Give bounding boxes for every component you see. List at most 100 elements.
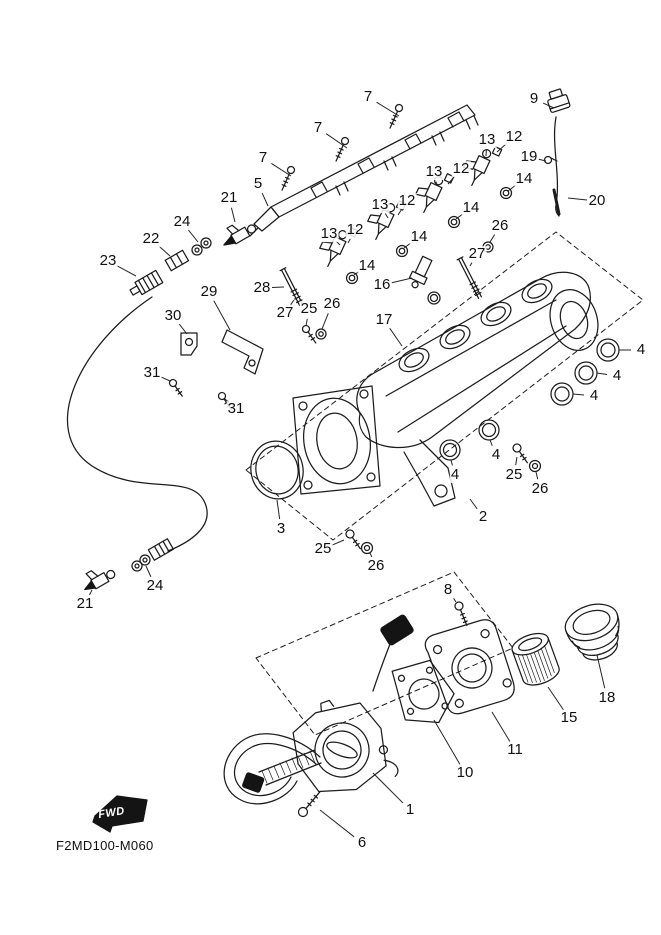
- part-number-label: 12: [397, 192, 417, 210]
- leader-line: [160, 376, 171, 382]
- injector-lower-left: [84, 569, 116, 591]
- part-number-label: 13: [424, 163, 444, 181]
- part-number-label: 30: [163, 307, 183, 325]
- leader-line: [158, 245, 171, 257]
- leader-line: [447, 176, 455, 185]
- leader-line: [538, 158, 547, 162]
- leader-line: [453, 598, 457, 603]
- part-number-label: 9: [528, 90, 540, 108]
- temp-sensor: [408, 255, 433, 289]
- leader-line: [319, 809, 355, 838]
- part-number-label: 14: [357, 257, 377, 275]
- part-number-label: 4: [588, 387, 600, 405]
- part-number-label: 5: [252, 175, 264, 193]
- part-number-label: 25: [504, 466, 524, 484]
- part-number-label: 13: [319, 225, 339, 243]
- fwd-arrow: FWD: [92, 795, 148, 833]
- leader-line: [515, 456, 518, 466]
- part-number-label: 27: [275, 304, 295, 322]
- large-oring: [250, 440, 304, 500]
- part-number-label: 20: [587, 192, 607, 210]
- corrugated-harness: [242, 749, 322, 793]
- part-number-label: 24: [145, 577, 165, 595]
- part-number-label: 4: [490, 446, 502, 464]
- part-number-label: 12: [345, 221, 365, 239]
- throttle-bolt: [297, 791, 321, 818]
- mount-plate: [424, 619, 515, 715]
- leader-line: [321, 313, 329, 330]
- wire-connector: [372, 614, 414, 692]
- fwd-label: FWD: [97, 805, 125, 821]
- part-number-label: 13: [477, 131, 497, 149]
- leader-line: [271, 286, 285, 289]
- flange-washer: [360, 541, 374, 555]
- part-number-label: 25: [313, 540, 333, 558]
- assembly-boundary-boxes: [245, 231, 644, 736]
- flange-bolt: [301, 324, 317, 344]
- leader-line: [596, 372, 608, 376]
- leader-line: [187, 229, 199, 243]
- stud-bolt: [456, 256, 483, 299]
- part-number-label: 3: [275, 520, 287, 538]
- washer: [131, 554, 151, 572]
- idle-air-hose: [223, 733, 321, 805]
- plate-bolt: [454, 601, 468, 627]
- injector-left: [223, 224, 257, 246]
- part-number-label: 14: [461, 199, 481, 217]
- duct-ring: [564, 603, 620, 661]
- leader-line: [325, 133, 348, 149]
- leader-line: [435, 181, 438, 187]
- part-number-label: 26: [490, 217, 510, 235]
- part-number-label: 31: [226, 400, 246, 418]
- hose-end: [129, 269, 164, 296]
- grommet-mount: [180, 332, 198, 356]
- leader-line: [389, 327, 403, 347]
- leader-line: [397, 209, 403, 216]
- part-number-label: 7: [312, 119, 324, 137]
- part-number-label: 1: [404, 801, 416, 819]
- gasket: [391, 659, 455, 724]
- part-number-label: 24: [172, 213, 192, 231]
- leader-line: [230, 207, 236, 223]
- part-number-label: 27: [467, 245, 487, 263]
- part-number-label: 21: [75, 595, 95, 613]
- part-number-label: 25: [299, 300, 319, 318]
- leader-line: [496, 143, 507, 153]
- leader-line: [178, 323, 188, 335]
- leader-line: [433, 719, 461, 765]
- part-number-label: 26: [366, 557, 386, 575]
- leader-line: [290, 299, 295, 306]
- part-number-label: 4: [449, 466, 461, 484]
- flange-bolt: [345, 529, 361, 550]
- leader-line: [469, 498, 478, 510]
- fuel-hose: [66, 296, 208, 552]
- leader-line: [489, 234, 496, 243]
- leader-line: [391, 277, 413, 284]
- part-number-label: 18: [597, 689, 617, 707]
- part-number-label: 26: [530, 480, 550, 498]
- leader-line: [542, 102, 555, 109]
- leader-line: [376, 101, 400, 117]
- part-number-label: 7: [362, 88, 374, 106]
- leader-line: [535, 471, 539, 480]
- part-number-label: 12: [451, 160, 471, 178]
- part-number-label: 19: [519, 148, 539, 166]
- sensor-oring: [427, 291, 441, 305]
- flange-washer: [315, 328, 327, 340]
- part-number-label: 10: [455, 764, 475, 782]
- rail-bolt: [281, 165, 296, 191]
- leader-line: [116, 265, 137, 277]
- part-number-label: 14: [409, 228, 429, 246]
- bracket-bolt: [168, 378, 183, 397]
- part-number-label: 16: [372, 276, 392, 294]
- leader-line: [305, 318, 308, 327]
- leader-line: [213, 300, 231, 331]
- stud-bolt: [279, 267, 304, 307]
- part-number-label: 31: [142, 364, 162, 382]
- flange-washer: [528, 459, 542, 473]
- pressure-sensor-assembly: [543, 88, 571, 217]
- flange-bolt: [512, 443, 528, 464]
- part-number-label: 23: [98, 252, 118, 270]
- washer: [191, 237, 212, 256]
